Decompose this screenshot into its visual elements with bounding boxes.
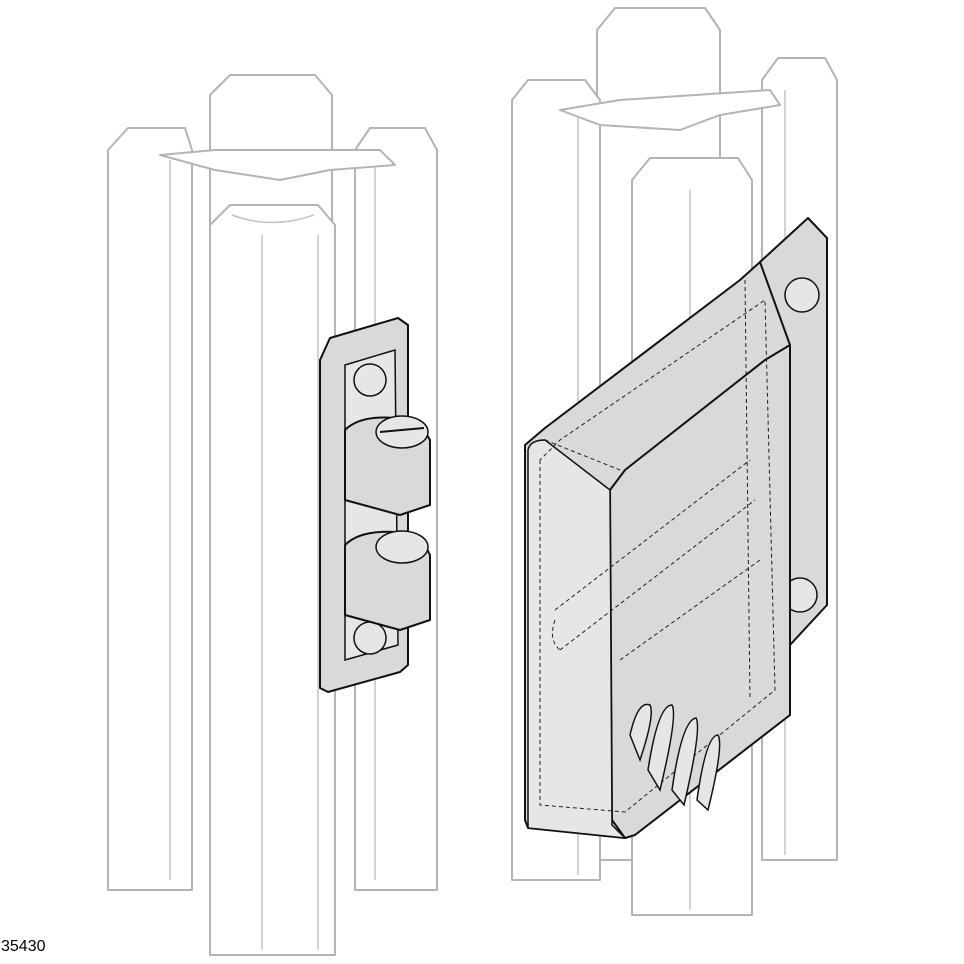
- profile-front-left: [209, 204, 336, 956]
- drawing-number: 35430: [1, 938, 46, 955]
- grip-ribs: [629, 703, 721, 812]
- latch-housing-part: [524, 217, 828, 839]
- profile-left-left: [107, 127, 193, 891]
- left-profile-assembly: [107, 74, 438, 956]
- magnetic-catch-part: [319, 317, 431, 693]
